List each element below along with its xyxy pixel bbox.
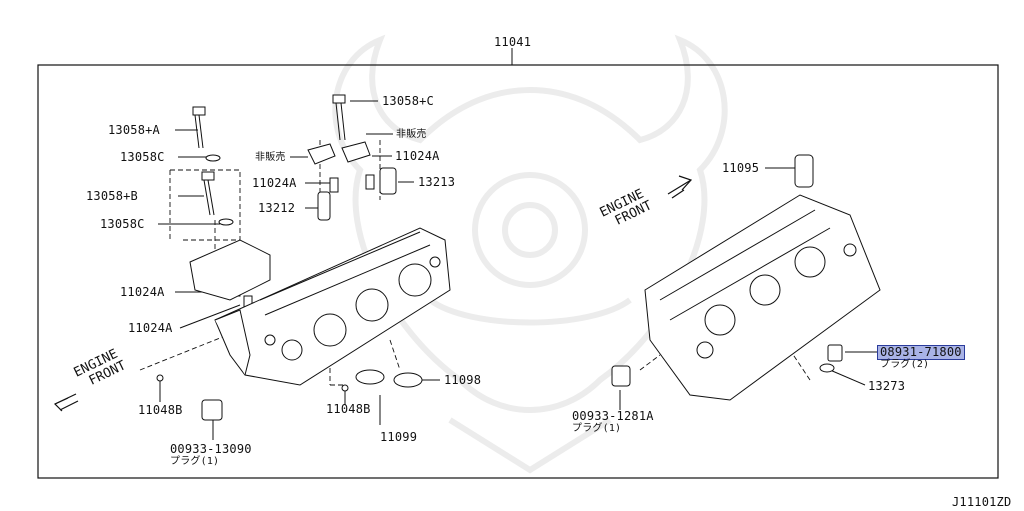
label-13058c-washer-1[interactable]: 13058C xyxy=(120,150,165,164)
label-not-sold-1: 非販売 xyxy=(255,152,286,163)
label-11048b-2[interactable]: 11048B xyxy=(326,402,371,416)
label-11024a-1[interactable]: 11024A xyxy=(395,149,440,163)
label-11048b-1[interactable]: 11048B xyxy=(138,403,183,417)
left-fasteners xyxy=(156,94,423,421)
label-08931-71800[interactable]: 08931-71800 xyxy=(877,345,965,360)
label-11024a-2[interactable]: 11024A xyxy=(252,176,297,190)
label-13058c-washer-2[interactable]: 13058C xyxy=(100,217,145,231)
engine-front-arrow-left xyxy=(53,393,79,412)
label-13273[interactable]: 13273 xyxy=(868,379,906,393)
label-00933-13090[interactable]: 00933-13090 xyxy=(170,442,252,456)
label-11095[interactable]: 11095 xyxy=(722,161,760,175)
label-13058a[interactable]: 13058+A xyxy=(108,123,160,137)
engine-front-arrow-right xyxy=(667,175,693,199)
label-11098[interactable]: 11098 xyxy=(444,373,482,387)
label-11024a-3[interactable]: 11024A xyxy=(120,285,165,299)
right-cylinder-head xyxy=(611,154,881,401)
label-13058c-top[interactable]: 13058+C xyxy=(382,94,434,108)
label-11024a-4[interactable]: 11024A xyxy=(128,321,173,335)
diagram-code: J11101ZD xyxy=(952,495,1012,509)
label-plug-3: プラグ(1) xyxy=(572,423,622,434)
left-cylinder-head xyxy=(214,227,451,386)
label-13058b[interactable]: 13058+B xyxy=(86,189,138,203)
label-plug-1: プラグ(1) xyxy=(170,456,220,467)
label-not-sold-2: 非販売 xyxy=(396,129,427,140)
diagram-frame xyxy=(37,64,999,479)
label-11041[interactable]: 11041 xyxy=(494,35,532,49)
label-00933-1281a[interactable]: 00933-1281A xyxy=(572,409,654,423)
label-plug-2: プラグ(2) xyxy=(880,359,930,370)
label-13213[interactable]: 13213 xyxy=(418,175,456,189)
label-11099[interactable]: 11099 xyxy=(380,430,418,444)
label-13212[interactable]: 13212 xyxy=(258,201,296,215)
